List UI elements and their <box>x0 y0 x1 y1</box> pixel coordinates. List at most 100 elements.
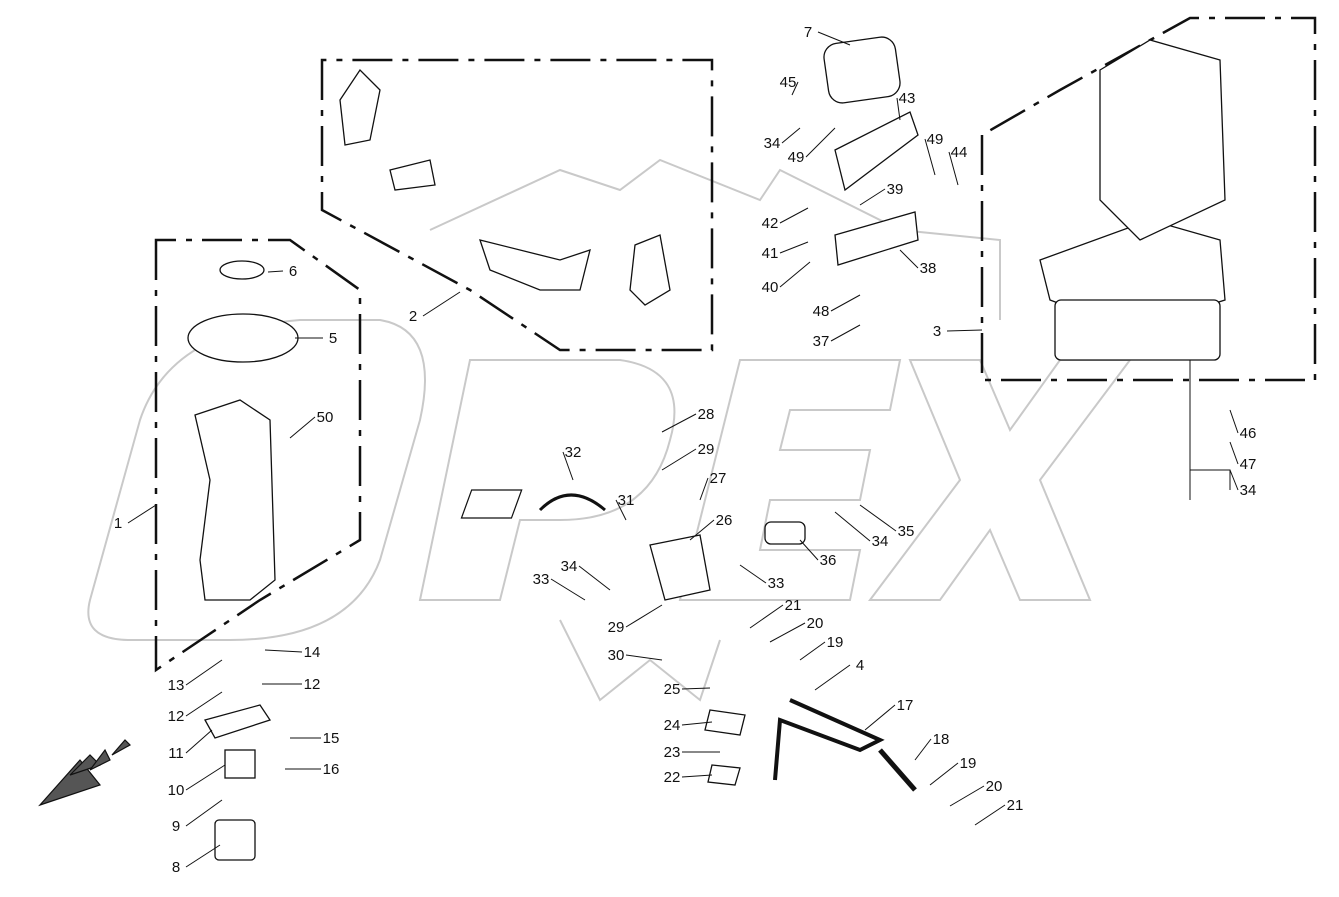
leader-line <box>948 151 959 186</box>
leader-line <box>859 188 886 206</box>
callout-number: 30 <box>608 647 625 664</box>
leader-line <box>681 687 711 690</box>
callout-number: 19 <box>827 634 844 651</box>
callout-41: 41 <box>762 241 809 262</box>
callout-number: 48 <box>813 303 830 320</box>
callout-17: 17 <box>864 697 913 731</box>
callout-number: 14 <box>304 644 321 661</box>
callout-number: 20 <box>807 615 824 632</box>
leader-line <box>289 416 316 439</box>
callout-36: 36 <box>799 539 837 569</box>
callout-39: 39 <box>859 181 904 206</box>
leader-line <box>799 641 826 661</box>
watermark-logo <box>87 158 1132 702</box>
leader-line <box>681 721 713 726</box>
leader-line <box>817 31 851 46</box>
callout-40: 40 <box>762 261 811 296</box>
callout-8: 8 <box>172 844 221 876</box>
callout-number: 50 <box>317 409 334 426</box>
callout-22: 22 <box>664 769 713 786</box>
callout-29: 29 <box>608 604 663 636</box>
callout-50: 50 <box>289 409 334 439</box>
callout-number: 3 <box>933 323 941 340</box>
callout-34: 34 <box>561 558 611 591</box>
leader-line <box>699 477 709 501</box>
leader-line <box>185 844 221 868</box>
callout-number: 32 <box>565 444 582 461</box>
leader-line <box>749 604 784 629</box>
leader-line <box>562 451 574 481</box>
callout-45: 45 <box>780 74 799 96</box>
leader-line <box>805 127 836 158</box>
callout-32: 32 <box>562 444 582 481</box>
leader-line <box>681 774 713 778</box>
callout-number: 26 <box>716 512 733 529</box>
callout-25: 25 <box>664 681 711 698</box>
callout-number: 38 <box>920 260 937 277</box>
callout-number: 47 <box>1240 456 1257 473</box>
leader-line <box>185 729 213 754</box>
callout-7: 7 <box>804 24 851 46</box>
callout-number: 34 <box>764 135 781 152</box>
callout-49: 49 <box>924 131 944 176</box>
parts <box>38 36 1226 861</box>
callout-number: 36 <box>820 552 837 569</box>
callout-15: 15 <box>290 730 339 747</box>
callout-34: 34 <box>764 127 801 152</box>
callout-number: 12 <box>168 708 185 725</box>
callout-number: 23 <box>664 744 681 761</box>
leader-line <box>779 261 811 288</box>
callout-number: 12 <box>304 676 321 693</box>
callout-number: 10 <box>168 782 185 799</box>
callout-3: 3 <box>933 323 983 340</box>
leader-line <box>830 294 861 312</box>
callout-number: 43 <box>899 90 916 107</box>
callout-number: 18 <box>933 731 950 748</box>
leader-line <box>779 241 809 254</box>
leader-line <box>689 519 715 541</box>
leader-line <box>830 324 861 342</box>
leader-line <box>929 762 959 786</box>
leader-line <box>949 785 985 807</box>
callout-48: 48 <box>813 294 861 320</box>
leader-line <box>550 578 586 601</box>
leader-line <box>422 291 461 317</box>
callout-number: 34 <box>872 533 889 550</box>
callout-number: 2 <box>409 308 417 325</box>
callout-number: 49 <box>927 131 944 148</box>
leader-line <box>791 81 799 96</box>
callout-number: 19 <box>960 755 977 772</box>
callout-number: 1 <box>114 515 122 532</box>
callout-5: 5 <box>295 330 337 347</box>
leader-line <box>864 704 896 731</box>
callout-20: 20 <box>769 615 824 643</box>
callout-19: 19 <box>929 755 977 786</box>
leader-line <box>799 539 819 561</box>
callout-21: 21 <box>974 797 1024 826</box>
callout-26: 26 <box>689 512 733 541</box>
callout-number: 41 <box>762 245 779 262</box>
callout-number: 21 <box>1007 797 1024 814</box>
callout-12: 12 <box>168 691 223 725</box>
callout-number: 13 <box>168 677 185 694</box>
leader-line <box>185 659 223 686</box>
callout-9: 9 <box>172 799 223 835</box>
callout-number: 35 <box>898 523 915 540</box>
leader-line <box>899 249 919 269</box>
leader-line <box>127 504 157 524</box>
callout-46: 46 <box>1229 409 1256 442</box>
leader-line <box>924 138 936 176</box>
callout-number: 9 <box>172 818 180 835</box>
leader-line <box>185 691 223 717</box>
callout-number: 8 <box>172 859 180 876</box>
callout-number: 24 <box>664 717 681 734</box>
callout-number: 20 <box>986 778 1003 795</box>
callout-number: 34 <box>561 558 578 575</box>
callout-number: 6 <box>289 263 297 280</box>
callout-number: 33 <box>533 571 550 588</box>
leader-line <box>1229 441 1239 465</box>
callout-number: 11 <box>168 745 184 762</box>
callout-10: 10 <box>168 764 226 799</box>
callout-4: 4 <box>814 657 864 691</box>
callout-number: 39 <box>887 181 904 198</box>
